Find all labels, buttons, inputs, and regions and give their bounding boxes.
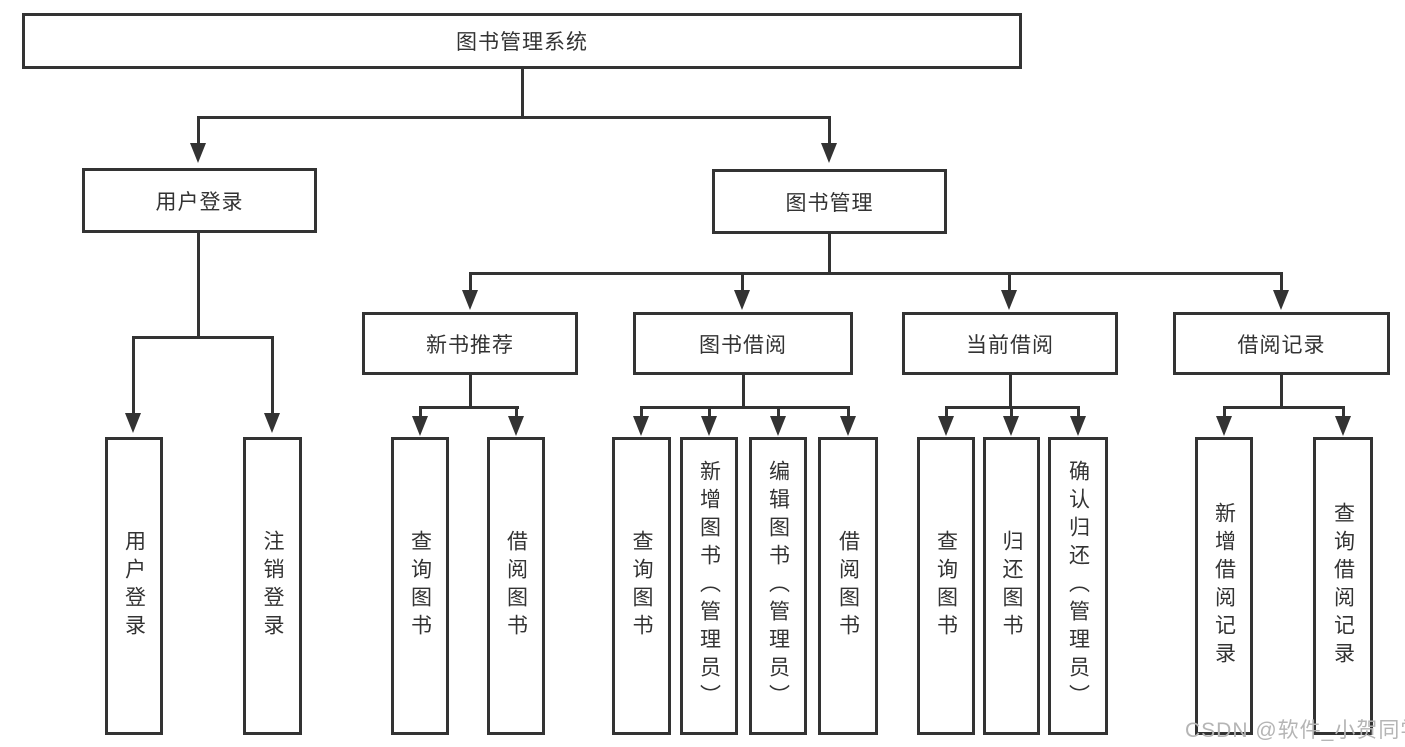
- connector-drop-current-borrow: [1008, 272, 1011, 292]
- node-borrow-records: 借阅记录: [1173, 312, 1390, 375]
- leaf-borrow-query-books: 查询图书: [612, 437, 671, 735]
- connector-user-login-stem: [197, 232, 200, 339]
- connector-new-book-stem: [469, 375, 472, 409]
- arrow-down-icon: [264, 413, 280, 433]
- arrow-down-icon: [190, 143, 206, 163]
- connector-drop-new-book: [469, 272, 472, 292]
- leaf-borrow-borrow-books: 借阅图书: [818, 437, 878, 735]
- node-current-borrow: 当前借阅: [902, 312, 1118, 375]
- node-book-management: 图书管理: [712, 169, 947, 234]
- connector-leaf-drop: [515, 406, 518, 419]
- connector-leaf-drop: [945, 406, 948, 419]
- connector-drop-borrow-records: [1280, 272, 1283, 292]
- connector-leaf-drop: [640, 406, 643, 419]
- connector-borrow-records-stem: [1280, 375, 1283, 409]
- leaf-borrow-edit-books-admin: 编辑图书（管理员）: [749, 437, 807, 735]
- connector-level2-bus: [197, 116, 831, 119]
- connector-book-borrow-bus: [640, 406, 850, 409]
- arrow-down-icon: [1216, 416, 1232, 436]
- arrow-down-icon: [938, 416, 954, 436]
- connector-leaf-drop: [1223, 406, 1226, 419]
- connector-drop-logout-leaf: [271, 336, 274, 416]
- arrow-down-icon: [412, 416, 428, 436]
- arrow-down-icon: [633, 416, 649, 436]
- connector-drop-login-leaf: [132, 336, 135, 416]
- connector-book-management-stem: [828, 233, 831, 275]
- connector-borrow-records-bus: [1223, 406, 1345, 409]
- leaf-borrow-add-books-admin: 新增图书（管理员）: [680, 437, 738, 735]
- arrow-down-icon: [770, 416, 786, 436]
- arrow-down-icon: [462, 290, 478, 310]
- connector-leaf-drop: [777, 406, 780, 419]
- arrow-down-icon: [125, 413, 141, 433]
- leaf-recommend-query-books: 查询图书: [391, 437, 449, 735]
- node-user-login: 用户登录: [82, 168, 317, 233]
- connector-leaf-drop: [708, 406, 711, 419]
- leaf-current-confirm-return-admin: 确认归还（管理员）: [1048, 437, 1108, 735]
- connector-current-borrow-stem: [1009, 375, 1012, 409]
- arrow-down-icon: [734, 290, 750, 310]
- arrow-down-icon: [701, 416, 717, 436]
- leaf-current-return-books: 归还图书: [983, 437, 1040, 735]
- connector-drop-book-borrow: [741, 272, 744, 292]
- connector-book-borrow-stem: [742, 375, 745, 409]
- leaf-records-add-borrow-record: 新增借阅记录: [1195, 437, 1253, 735]
- csdn-watermark: CSDN @软件_小贺同学: [1185, 719, 1405, 742]
- arrow-down-icon: [1335, 416, 1351, 436]
- leaf-current-query-books: 查询图书: [917, 437, 975, 735]
- connector-leaf-drop: [847, 406, 850, 419]
- connector-leaf-drop: [1342, 406, 1345, 419]
- arrow-down-icon: [1273, 290, 1289, 310]
- arrow-down-icon: [821, 143, 837, 163]
- leaf-recommend-borrow-books: 借阅图书: [487, 437, 545, 735]
- connector-leaf-drop: [1077, 406, 1080, 419]
- arrow-down-icon: [508, 416, 524, 436]
- node-book-borrow: 图书借阅: [633, 312, 853, 375]
- node-new-book-recommend: 新书推荐: [362, 312, 578, 375]
- arrow-down-icon: [1003, 416, 1019, 436]
- connector-leaf-drop: [1010, 406, 1013, 419]
- arrow-down-icon: [1070, 416, 1086, 436]
- connector-user-login-bus: [132, 336, 274, 339]
- connector-new-book-bus: [419, 406, 519, 409]
- connector-drop-user-login: [197, 116, 200, 145]
- connector-leaf-drop: [419, 406, 422, 419]
- arrow-down-icon: [840, 416, 856, 436]
- connector-root-stem: [521, 68, 524, 118]
- arrow-down-icon: [1001, 290, 1017, 310]
- leaf-logout: 注销登录: [243, 437, 302, 735]
- leaf-records-query-borrow-record: 查询借阅记录: [1313, 437, 1373, 735]
- connector-level3-bus: [469, 272, 1283, 275]
- leaf-user-login: 用户登录: [105, 437, 163, 735]
- node-root: 图书管理系统: [22, 13, 1022, 69]
- connector-drop-book-management: [828, 116, 831, 145]
